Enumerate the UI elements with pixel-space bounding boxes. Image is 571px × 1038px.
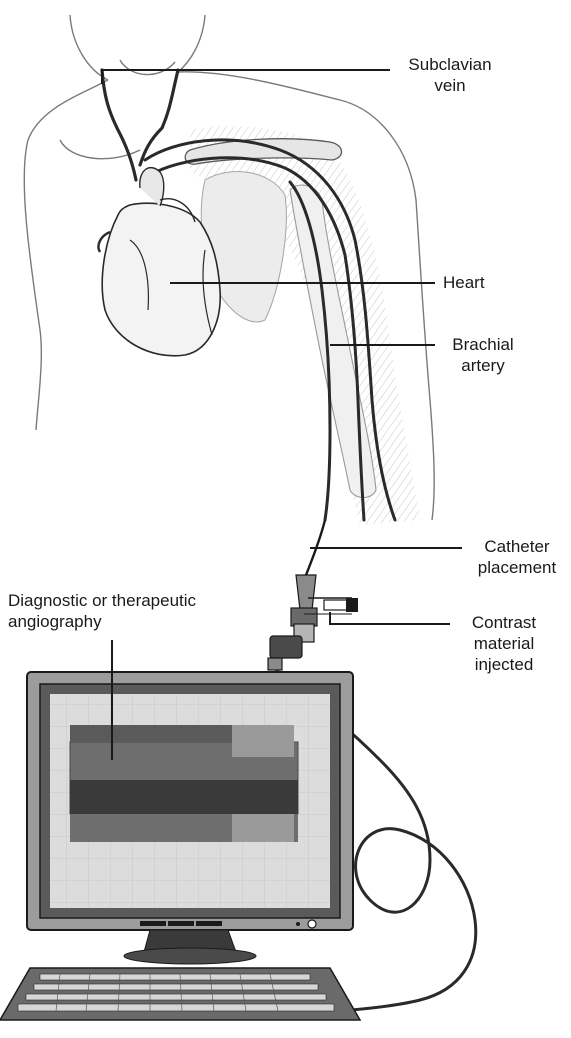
label-catheter-line1: Catheter xyxy=(462,536,571,557)
keyboard xyxy=(0,968,360,1020)
leader-subclavian xyxy=(102,70,390,84)
label-contrast-line1: Contrast xyxy=(454,612,554,633)
label-brachial-line2: artery xyxy=(438,355,528,376)
label-angiography: Diagnostic or therapeutic angiography xyxy=(8,590,196,632)
label-catheter-line2: placement xyxy=(462,557,571,578)
label-subclavian-line2: vein xyxy=(395,75,505,96)
neck-veins xyxy=(102,70,178,180)
label-contrast-line2: material xyxy=(454,633,554,654)
label-heart: Heart xyxy=(443,272,485,293)
label-brachial-artery: Brachial artery xyxy=(438,334,528,376)
monitor xyxy=(27,672,353,964)
label-contrast-line3: injected xyxy=(454,654,554,675)
label-brachial-line1: Brachial xyxy=(438,334,528,355)
label-subclavian-line1: Subclavian xyxy=(395,54,505,75)
label-angiography-line2: angiography xyxy=(8,611,196,632)
label-heart-text: Heart xyxy=(443,272,485,293)
label-contrast-material: Contrast material injected xyxy=(454,612,554,675)
label-angiography-line1: Diagnostic or therapeutic xyxy=(8,590,196,611)
label-subclavian-vein: Subclavian vein xyxy=(395,54,505,96)
catheter-hub xyxy=(268,575,358,670)
label-catheter-placement: Catheter placement xyxy=(462,536,571,578)
